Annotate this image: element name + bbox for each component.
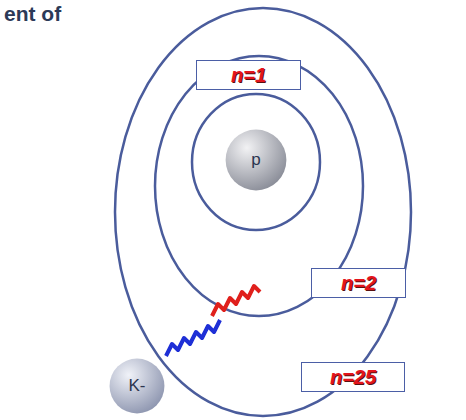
orbit-inner [192,94,320,230]
kaon-ball: K- [109,358,165,414]
orbit-outer [115,8,411,416]
photon-red [212,286,260,316]
level-label: n=1 [231,64,266,87]
level-label-box: n=1 [196,60,301,90]
level-label-box: n=25 [301,362,405,392]
particle-symbol: p [251,150,260,170]
photon-blue [166,320,220,356]
particle-symbol: K- [129,376,146,396]
level-label: n=25 [330,366,376,389]
level-label-box: n=2 [311,268,406,298]
proton-ball: p [225,129,287,191]
level-label: n=2 [341,272,376,295]
heading-fragment: ent of [4,2,61,26]
